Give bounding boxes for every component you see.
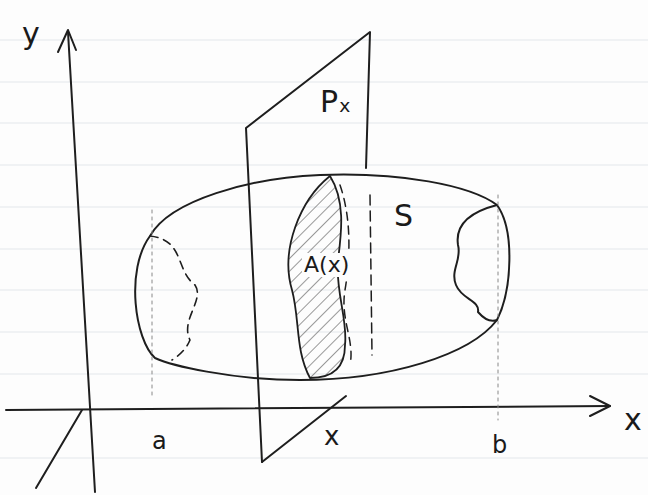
solid-outline	[135, 175, 509, 380]
x-arrowhead	[590, 396, 610, 416]
point-label: x	[322, 422, 341, 450]
y-axis	[68, 32, 95, 492]
right-end-cap	[454, 205, 497, 321]
axis-label: x	[622, 404, 644, 436]
plane-label: Pₓ	[318, 86, 353, 118]
plane-outline	[246, 32, 370, 462]
guide-b	[498, 195, 499, 420]
area-label: A(x)	[302, 253, 351, 277]
bound-label: b	[490, 432, 509, 458]
x-axis	[6, 406, 610, 410]
solid-label: S	[392, 200, 415, 232]
axis-label: y	[20, 18, 42, 50]
plane-bottom-edge	[262, 396, 346, 462]
guide-a	[152, 210, 153, 398]
cross-section	[288, 176, 345, 378]
z-axis	[36, 410, 82, 488]
bound-label: a	[150, 428, 169, 454]
ruled-lines	[0, 40, 648, 458]
left-end-cap	[150, 236, 197, 360]
y-arrowhead	[58, 30, 76, 52]
plane-hidden-edge	[370, 195, 372, 355]
